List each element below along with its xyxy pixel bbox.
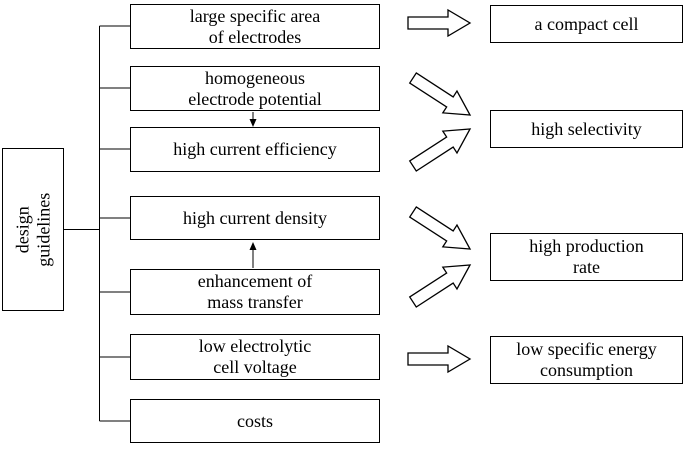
box-high-selectivity: high selectivity (490, 110, 683, 148)
box-high-production-rate: high production rate (490, 233, 683, 281)
guideline-label: homogeneous electrode potential (188, 67, 322, 109)
block-arrow-to-compact-cell (407, 8, 472, 38)
box-costs: costs (130, 399, 380, 443)
box-enhancement-mass-transfer: enhancement of mass transfer (130, 269, 380, 315)
guideline-label: high current efficiency (173, 139, 337, 160)
box-homogeneous-electrode-potential: homogeneous electrode potential (130, 66, 380, 111)
guideline-label: enhancement of mass transfer (197, 271, 313, 312)
box-low-electrolytic-cell-voltage: low electrolytic cell voltage (130, 334, 380, 380)
guideline-label: costs (237, 410, 273, 431)
block-arrow-to-energy-consumption (407, 344, 472, 374)
box-large-specific-area: large specific area of electrodes (130, 4, 380, 49)
guideline-label: low electrolytic cell voltage (198, 336, 312, 377)
tree-connector-lines (64, 25, 130, 422)
block-arrow-mass-transfer-to-production (408, 264, 472, 308)
arrow-potential-to-efficiency (249, 112, 257, 127)
guideline-label: high current density (183, 207, 327, 228)
root-label: design guidelines (12, 192, 53, 267)
outcome-label: low specific energy consumption (516, 339, 657, 380)
box-high-current-efficiency: high current efficiency (130, 127, 380, 172)
block-arrow-density-to-production (408, 206, 472, 250)
box-low-specific-energy-consumption: low specific energy consumption (490, 336, 683, 384)
outcome-label: a compact cell (534, 13, 639, 34)
guideline-label: large specific area of electrodes (189, 5, 321, 47)
block-arrow-efficiency-to-selectivity (408, 128, 472, 172)
block-arrow-potential-to-selectivity (408, 72, 472, 116)
box-compact-cell: a compact cell (490, 5, 683, 43)
root-box-design-guidelines: design guidelines (2, 148, 64, 311)
outcome-label: high selectivity (531, 118, 642, 139)
outcome-label: high production rate (529, 236, 644, 277)
box-high-current-density: high current density (130, 196, 380, 240)
arrow-mass-transfer-to-density (249, 242, 257, 268)
